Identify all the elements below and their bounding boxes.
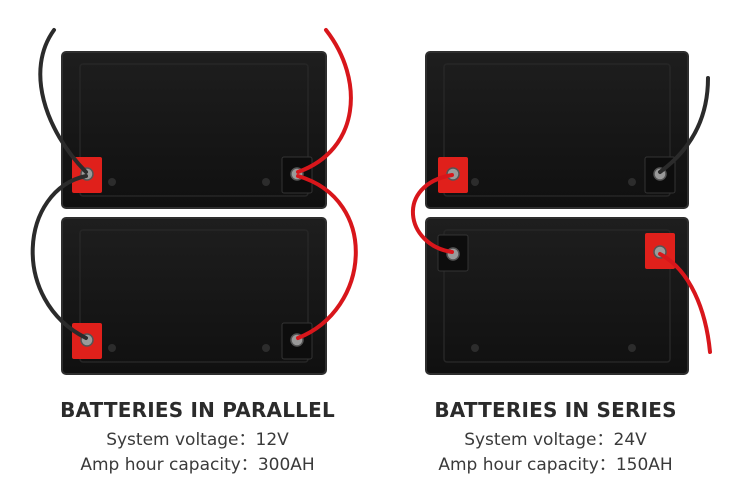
parallel-capacity-line: Amp hour capacity：300AH (10, 453, 385, 478)
wire-black-parallel-jumper (30, 174, 88, 340)
parallel-title: BATTERIES IN PARALLEL (60, 398, 335, 422)
series-title: BATTERIES IN SERIES (434, 398, 677, 422)
parallel-voltage-label: System voltage： (106, 430, 256, 450)
terminal-negative-parallel-bottom (281, 322, 313, 360)
wire-red-parallel-out (296, 28, 353, 174)
wire-red-series-jumper (410, 173, 454, 254)
battery-series-bottom (425, 217, 689, 375)
series-capacity-label: Amp hour capacity： (438, 455, 616, 475)
parallel-caption: BATTERIES IN PARALLEL System voltage：12V… (10, 398, 385, 478)
parallel-capacity-value: 300AH (257, 455, 315, 475)
battery-parallel-bottom (61, 217, 327, 375)
parallel-voltage-value: 12V (255, 430, 289, 450)
series-capacity-value: 150AH (615, 455, 673, 475)
series-voltage-label: System voltage： (464, 430, 614, 450)
wire-red-parallel-jumper (296, 174, 358, 340)
battery-series-top (425, 51, 689, 209)
wire-red-series-out (658, 252, 712, 354)
parallel-voltage-line: System voltage：12V (10, 428, 385, 453)
terminal-positive-parallel-bottom (72, 323, 102, 359)
parallel-capacity-label: Amp hour capacity： (80, 455, 258, 475)
wire-black-series-out (658, 76, 710, 174)
battery-parallel-top (61, 51, 327, 209)
terminal-positive-series-bottom (645, 233, 675, 269)
wire-black-parallel-out (38, 28, 88, 174)
series-voltage-value: 24V (613, 430, 647, 450)
series-capacity-line: Amp hour capacity：150AH (368, 453, 743, 478)
series-caption: BATTERIES IN SERIES System voltage：24V A… (368, 398, 743, 478)
series-voltage-line: System voltage：24V (368, 428, 743, 453)
